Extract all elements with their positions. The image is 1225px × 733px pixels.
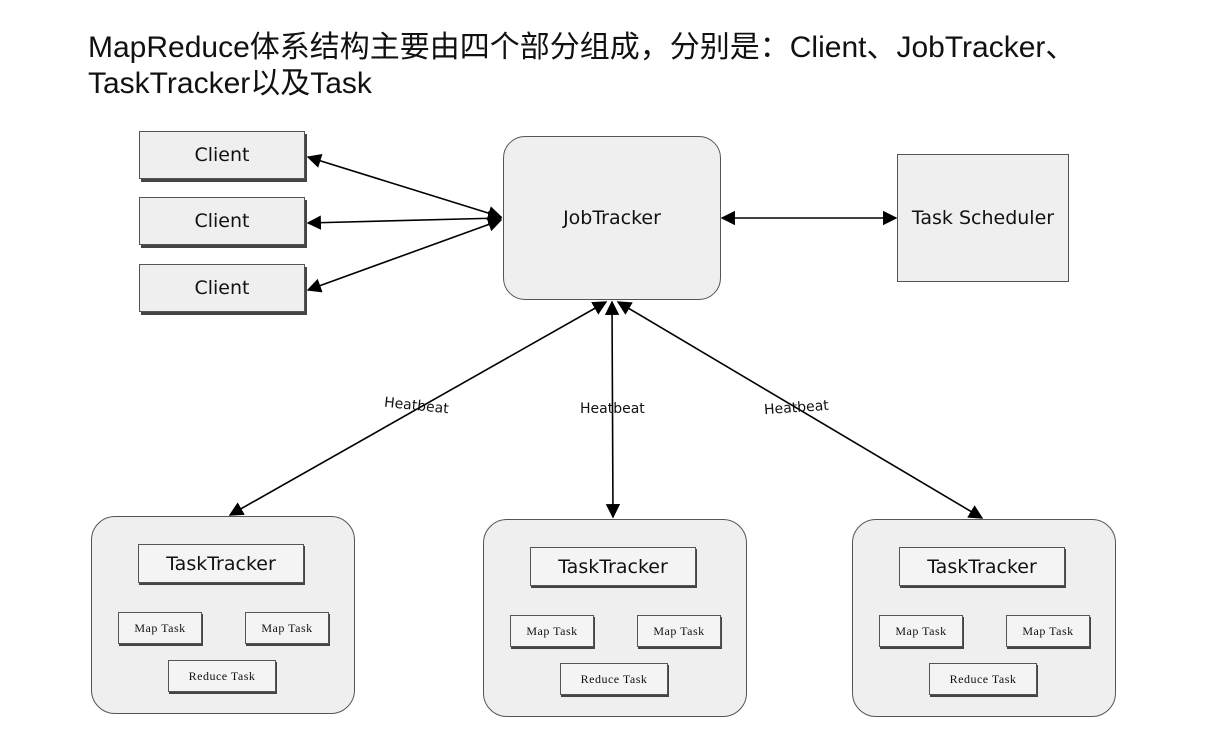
tasktracker-box: TaskTracker [138, 544, 304, 583]
client-box: Client [139, 197, 305, 245]
tasktracker-box: TaskTracker [530, 547, 696, 586]
client-jobtracker-arrow [306, 153, 503, 221]
heartbeat-label: Heatbeat [580, 401, 645, 417]
map-task-box: Map Task [637, 615, 721, 647]
tasktracker-box: TaskTracker [899, 547, 1065, 586]
reduce-task-box: Reduce Task [560, 663, 668, 695]
client-box: Client [139, 264, 305, 312]
heartbeat-arrow-right [616, 301, 984, 519]
heartbeat-arrow-left [228, 301, 608, 516]
page-title: MapReduce体系结构主要由四个部分组成，分别是：Client、JobTra… [88, 31, 1076, 100]
reduce-task-box: Reduce Task [168, 660, 276, 692]
map-task-box: Map Task [118, 612, 202, 644]
jobtracker-box: JobTracker [503, 136, 721, 300]
map-task-box: Map Task [1006, 615, 1090, 647]
heartbeat-arrow-middle [604, 300, 621, 519]
task-scheduler-box: Task Scheduler [897, 154, 1069, 282]
client-jobtracker-arrow [306, 217, 503, 293]
reduce-task-box: Reduce Task [929, 663, 1037, 695]
map-task-box: Map Task [879, 615, 963, 647]
map-task-box: Map Task [510, 615, 594, 647]
client-jobtracker-arrow [306, 211, 503, 230]
client-box: Client [139, 131, 305, 179]
map-task-box: Map Task [245, 612, 329, 644]
